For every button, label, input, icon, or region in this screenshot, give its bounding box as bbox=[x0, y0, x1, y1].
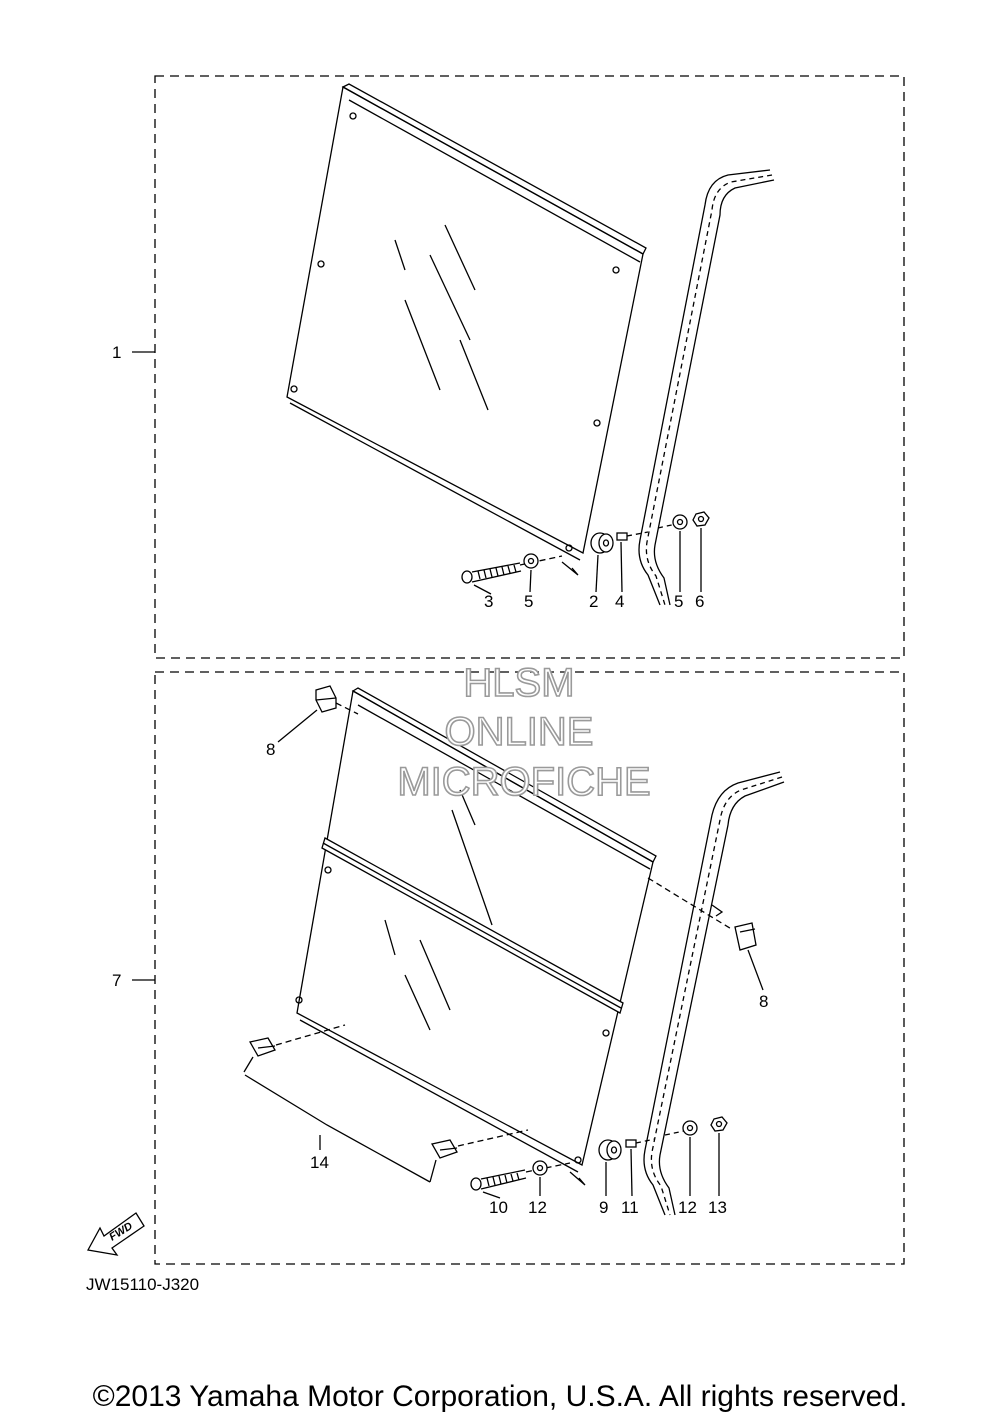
hardware-lower bbox=[470, 1116, 728, 1191]
clips-lower bbox=[243, 685, 764, 1183]
watermark: HLSM ONLINE MICROFICHE bbox=[397, 660, 652, 805]
callout-8: 8 bbox=[759, 992, 768, 1011]
callout-12: 12 bbox=[678, 1198, 697, 1217]
callout-8: 8 bbox=[266, 740, 275, 759]
leaders-lower bbox=[319, 1133, 720, 1199]
frame-tube-lower bbox=[643, 771, 785, 1216]
callout-4: 4 bbox=[615, 592, 624, 611]
callout-7: 7 bbox=[112, 971, 121, 990]
callout-3: 3 bbox=[484, 592, 493, 611]
window-panel-upper bbox=[286, 83, 647, 576]
fwd-arrow-icon bbox=[86, 1212, 145, 1256]
watermark-line1: HLSM bbox=[463, 661, 574, 705]
hardware-upper bbox=[461, 511, 710, 584]
leaders-upper bbox=[473, 528, 702, 595]
callout-13: 13 bbox=[708, 1198, 727, 1217]
callout-9: 9 bbox=[599, 1198, 608, 1217]
group-box-lower bbox=[154, 671, 905, 1265]
copyright-notice: ©2013 Yamaha Motor Corporation, U.S.A. A… bbox=[92, 1380, 908, 1413]
frame-tube-upper bbox=[638, 169, 775, 606]
callout-1: 1 bbox=[112, 343, 121, 362]
callout-12: 12 bbox=[528, 1198, 547, 1217]
callout-2: 2 bbox=[589, 592, 598, 611]
watermark-line2: ONLINE bbox=[445, 710, 594, 754]
window-panel-lower bbox=[295, 687, 657, 1186]
callout-6: 6 bbox=[695, 592, 704, 611]
callout-5: 5 bbox=[674, 592, 683, 611]
callout-5: 5 bbox=[524, 592, 533, 611]
watermark-line3: MICROFICHE bbox=[397, 760, 650, 804]
group-box-upper bbox=[154, 75, 905, 659]
callout-11: 11 bbox=[621, 1198, 639, 1217]
callout-14: 14 bbox=[310, 1153, 329, 1172]
callout-10: 10 bbox=[489, 1198, 508, 1217]
diagram-code: JW15110-J320 bbox=[86, 1275, 199, 1294]
